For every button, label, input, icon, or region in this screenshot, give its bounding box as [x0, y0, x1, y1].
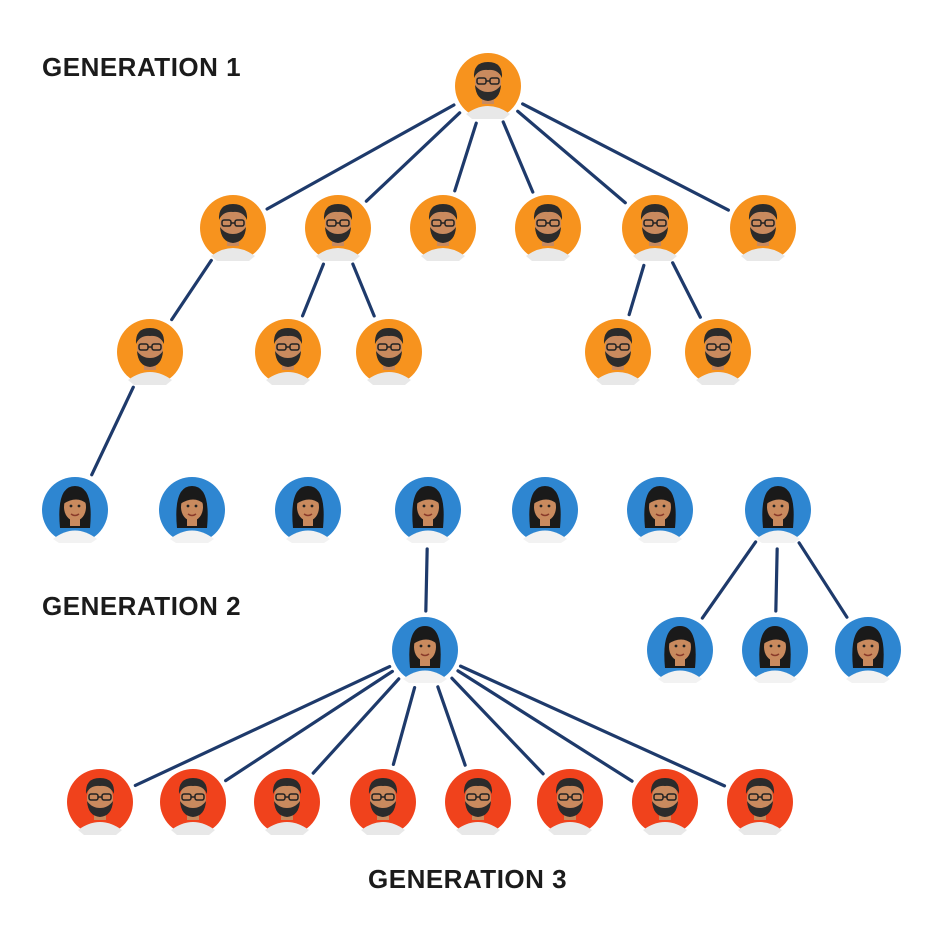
- connector-line: [501, 120, 535, 194]
- avatar-node-g2-w3: [271, 473, 345, 547]
- avatar-node-g2-w6: [623, 473, 697, 547]
- connector-line: [700, 540, 758, 620]
- avatar-node-g2-w2: [155, 473, 229, 547]
- generation-2-label: GENERATION 2: [42, 591, 242, 621]
- connector-line: [364, 111, 462, 203]
- connector-line: [391, 685, 417, 767]
- connector-line: [671, 261, 702, 319]
- avatar-node-g1-c1: [196, 191, 270, 265]
- avatar-node-g1-root: [451, 49, 525, 123]
- avatar-node-g1-c5b: [681, 315, 755, 389]
- edge-group: [90, 102, 849, 788]
- avatar-node-g3-m3: [250, 765, 324, 839]
- avatar-node-g2-w7b: [738, 613, 812, 687]
- connector-line: [453, 121, 478, 193]
- connector-line: [300, 262, 326, 318]
- avatar-node-g2-w7a: [643, 613, 717, 687]
- connector-line: [458, 664, 727, 788]
- avatar-node-g1-c5: [618, 191, 692, 265]
- connector-line: [774, 547, 779, 613]
- connector-line: [265, 103, 456, 211]
- connector-line: [516, 109, 627, 205]
- connector-line: [627, 263, 646, 317]
- avatar-node-g3-m2: [156, 765, 230, 839]
- avatar-node-g3-m1: [63, 765, 137, 839]
- connector-line: [424, 547, 429, 613]
- avatar-node-g2-w8: [388, 613, 462, 687]
- avatar-node-g3-m7: [628, 765, 702, 839]
- avatar-node-g2-w4: [391, 473, 465, 547]
- avatar-node-g1-c1a: [113, 315, 187, 389]
- generation-1-label: GENERATION 1: [42, 52, 242, 82]
- connector-line: [90, 385, 135, 477]
- avatar-node-g1-c2a: [251, 315, 325, 389]
- avatar-node-g2-w7c: [831, 613, 905, 687]
- connector-line: [521, 102, 730, 212]
- avatar-node-g1-c5a: [581, 315, 655, 389]
- avatar-node-g2-w1: [38, 473, 112, 547]
- connector-line: [224, 669, 394, 783]
- node-group: [38, 49, 905, 839]
- avatar-node-g2-w7: [741, 473, 815, 547]
- connector-line: [170, 258, 213, 322]
- connector-line: [351, 262, 376, 318]
- avatar-node-g2-w5: [508, 473, 582, 547]
- connector-line: [456, 669, 634, 783]
- avatar-node-g3-m6: [533, 765, 607, 839]
- connector-line: [436, 685, 467, 767]
- connector-line: [311, 677, 401, 775]
- avatar-node-g3-m5: [441, 765, 515, 839]
- generation-3-label: GENERATION 3: [368, 864, 568, 894]
- avatar-node-g1-c3: [406, 191, 480, 265]
- avatar-node-g1-c6: [726, 191, 800, 265]
- avatar-node-g1-c2b: [352, 315, 426, 389]
- avatar-node-g1-c4: [511, 191, 585, 265]
- avatar-node-g3-m4: [346, 765, 420, 839]
- connector-line: [450, 676, 545, 776]
- avatar-node-g1-c2: [301, 191, 375, 265]
- connector-line: [797, 541, 849, 619]
- avatar-node-g3-m8: [723, 765, 797, 839]
- connector-line: [133, 664, 392, 788]
